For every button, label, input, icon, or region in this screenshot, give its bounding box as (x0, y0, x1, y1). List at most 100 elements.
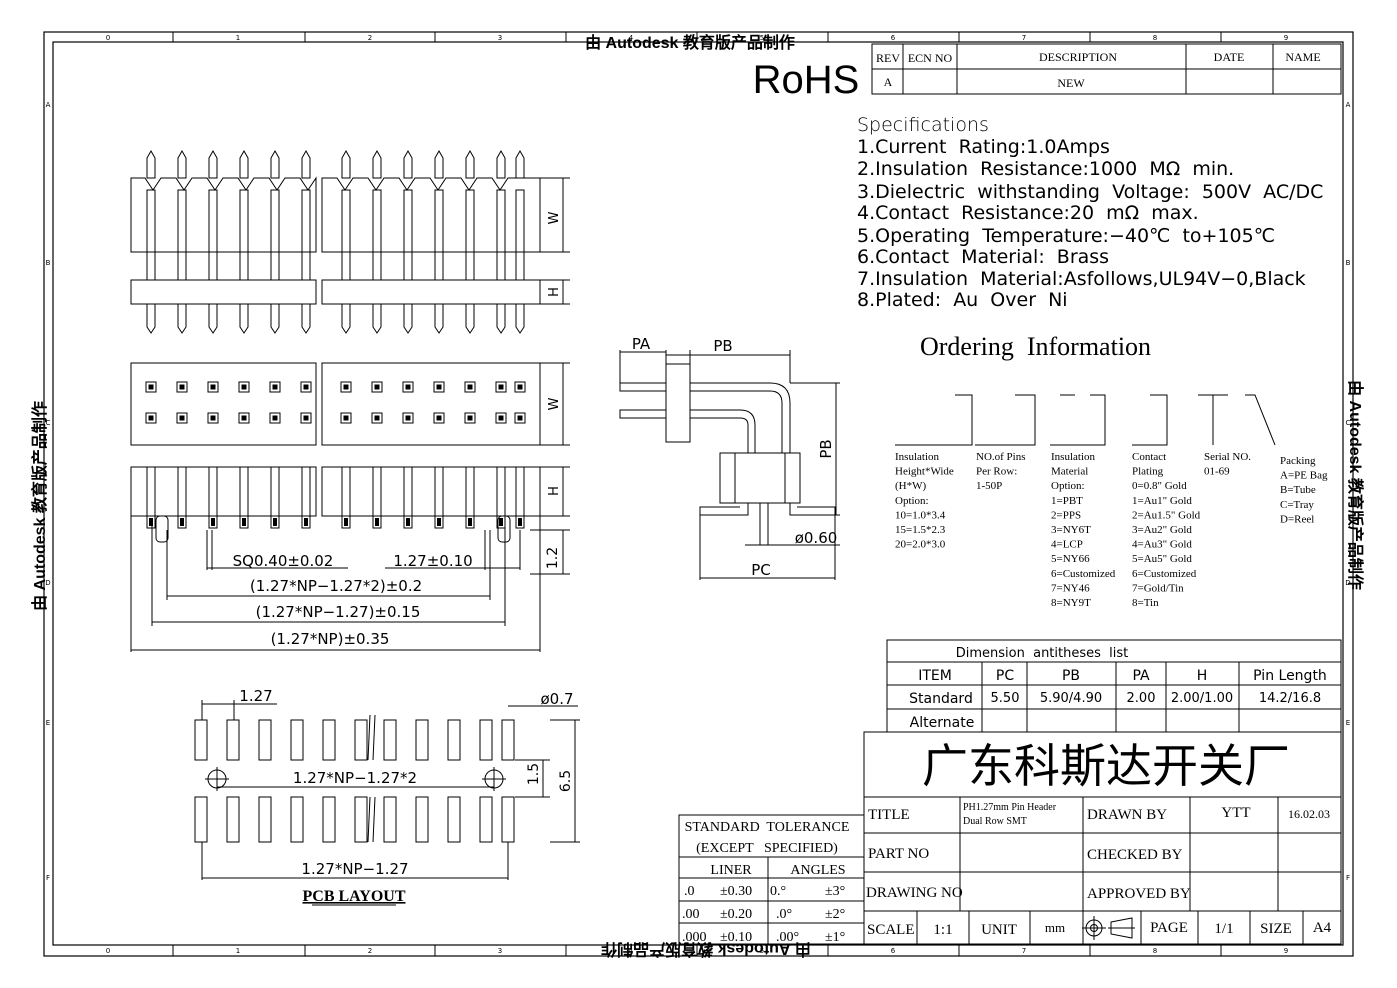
square-pin-core (241, 415, 247, 421)
pin-tip (341, 149, 351, 179)
square-pin-core (517, 415, 523, 421)
square-pin (238, 412, 250, 424)
tolerance-cell: .000 (682, 930, 707, 945)
ordering-option-text: 8=NY9T (1051, 597, 1091, 609)
tolerance-cell: .0° (776, 907, 792, 922)
smt-pin-core (499, 518, 503, 526)
drawing-no-label: DRAWING NO (866, 885, 963, 901)
spec-item: 6.Contact Material: Brass (857, 246, 1109, 268)
scale-label: SCALE (867, 922, 915, 938)
square-pin-core (241, 384, 247, 390)
ruler-row-label: B (46, 259, 51, 267)
pin-body (465, 189, 475, 281)
smt-end-lead (155, 515, 169, 543)
pcb-pad (290, 796, 304, 843)
watermark-left: 由 Autodesk 教育版产品制作 (30, 401, 49, 611)
pcb-pad (322, 719, 336, 761)
pin-tip (372, 149, 382, 179)
ordering-option-text: 5=NY66 (1051, 553, 1090, 565)
pcb-hole-dim: ø0.7 (540, 690, 573, 708)
pcb-pad (501, 719, 515, 761)
square-pin (340, 412, 352, 424)
dim-cell: 2.00 (1127, 691, 1156, 706)
smt-pin-core (242, 518, 246, 526)
tolerance-liner: LINER (710, 863, 752, 878)
square-pin (207, 381, 219, 393)
ordering-option-text: 3=NY6T (1051, 524, 1091, 536)
tolerance-cell: ±0.20 (720, 907, 752, 922)
smt-pin-core (304, 518, 308, 526)
square-pin (495, 381, 507, 393)
pin-tail (434, 304, 444, 334)
square-pin-core (148, 384, 154, 390)
ordering-option-text: 20=2.0*3.0 (895, 539, 946, 551)
smt-pin-foot (208, 515, 218, 529)
ruler-col-label: 3 (498, 34, 502, 42)
square-pin-core (467, 384, 473, 390)
square-pin (340, 381, 352, 393)
page-value: 1/1 (1214, 921, 1233, 937)
watermark-bottom: 由 Autodesk 教育版产品制作 (601, 940, 811, 959)
pin-tip (208, 149, 218, 179)
smt-pin-foot (239, 515, 249, 529)
pcb-pad (479, 719, 493, 761)
ordering-option-text: (H*W) (895, 480, 926, 492)
spec-item: 5.Operating Temperature:−40℃ to+105℃ (857, 225, 1275, 247)
title-block: 广东科斯达开关厂 TITLE PH1.27mm Pin Header Dual … (863, 731, 1342, 945)
dim-PA: PA (632, 335, 651, 353)
pin-tip (239, 149, 249, 179)
pcb-pad (290, 719, 304, 761)
square-pin (464, 381, 476, 393)
square-pin-core (148, 415, 154, 421)
ordering-option-text: 4=LCP (1051, 539, 1083, 551)
smt-pin-foot (301, 515, 311, 529)
ruler-col-label: 9 (1284, 34, 1288, 42)
smt-pin-core (518, 518, 522, 526)
square-pin (269, 412, 281, 424)
tolerance-cell: ±0.30 (720, 884, 752, 899)
size-label: SIZE (1260, 921, 1292, 937)
pin-tail (403, 304, 413, 334)
pcb-pad (354, 719, 368, 761)
ordering-option-text: C=Tray (1280, 499, 1314, 511)
square-pin (207, 412, 219, 424)
ruler-col-label: 5 (760, 947, 764, 955)
rev-header-date: DATE (1214, 50, 1245, 64)
square-pin (238, 381, 250, 393)
smt-pin-core (344, 518, 348, 526)
tolerance-angles: ANGLES (790, 863, 845, 878)
smt-pin-core (273, 518, 277, 526)
size-value: A4 (1313, 920, 1332, 936)
smt-pin-core (149, 518, 153, 526)
ruler-col-label: 6 (891, 34, 896, 42)
ruler-row-label: F (46, 874, 50, 882)
pin-tail (372, 304, 382, 334)
pin-tail (146, 304, 156, 334)
pin-tail (270, 304, 280, 334)
square-pin (464, 412, 476, 424)
ordering-option-text: Packing (1280, 455, 1316, 467)
dim-header: H (1197, 668, 1208, 684)
spec-item: 7.Insulation Material:Asfollows,UL94V−0,… (857, 268, 1306, 290)
dim-header: PA (1132, 668, 1150, 684)
side-profile-view: PA PB PB PC ø0.60 (619, 335, 840, 580)
rev-header-ecn: ECN NO (908, 51, 953, 65)
ordering-option-text: Contact (1132, 451, 1166, 463)
ruler-row-label: C (46, 419, 51, 427)
date-value: 16.02.03 (1288, 807, 1330, 821)
pcb-pad (479, 796, 493, 843)
pcb-layout-label: PCB LAYOUT (303, 888, 406, 905)
rohs-mark: RoHS (753, 58, 860, 102)
ordering-option-text: Plating (1132, 466, 1164, 478)
square-pin-core (517, 384, 523, 390)
title-label: TITLE (868, 807, 910, 823)
dimension-table: Dimension antitheses list ITEM PC PB PA … (886, 639, 1342, 733)
ordering-option-text: 4=Au3" Gold (1132, 539, 1192, 551)
ruler-row-label: A (46, 101, 51, 109)
dim-header: Pin Length (1253, 668, 1327, 684)
ruler-row-label: D (1345, 579, 1350, 587)
ruler-col-label: 8 (1153, 34, 1157, 42)
pcb-pitch: 1.27 (239, 687, 272, 705)
pin-body (208, 189, 218, 281)
ordering-option-text: 6=Customized (1051, 568, 1116, 580)
